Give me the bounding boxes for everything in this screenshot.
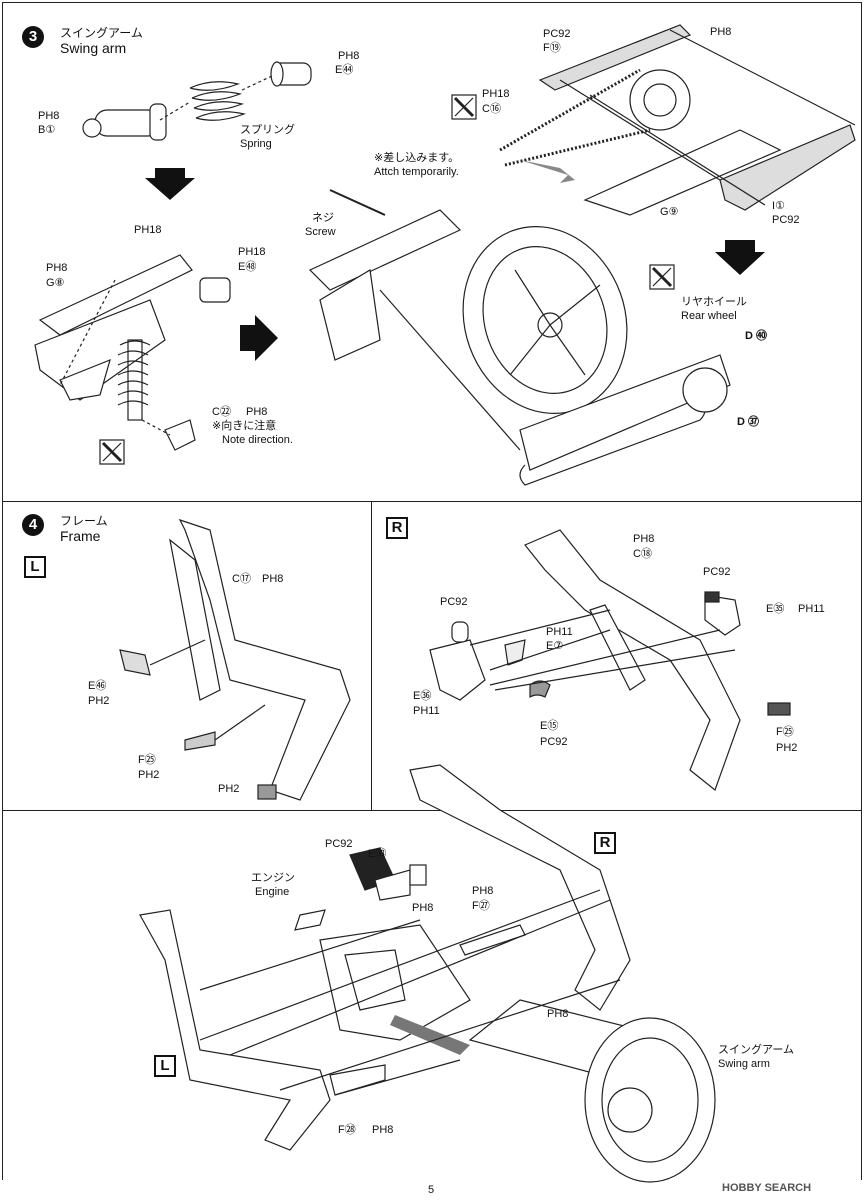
part-label: C⑱ xyxy=(633,548,652,560)
step-title-en: Swing arm xyxy=(60,40,127,56)
part-label: B① xyxy=(38,124,56,136)
engine-label-jp: エンジン xyxy=(251,872,295,884)
part-label: C⑯ xyxy=(482,103,501,115)
frame-right-drawing xyxy=(429,529,791,791)
rear-wheel-label-en: Rear wheel xyxy=(681,310,737,322)
paint-ref-label: PH8 xyxy=(472,885,494,897)
swing-arm-label-en: Swing arm xyxy=(718,1058,770,1070)
paint-ref-label: PC92 xyxy=(540,736,568,748)
page-number: 5 xyxy=(428,1184,435,1196)
subsection-divider-horizontal xyxy=(2,810,862,811)
shock-absorber-drawing xyxy=(82,61,312,141)
frame-left-drawing xyxy=(119,518,351,801)
arrow-down-2 xyxy=(715,240,765,275)
direction-note-en: Note direction. xyxy=(222,434,293,446)
direction-note-jp: ※向きに注意 xyxy=(212,420,277,432)
part-label: E㊹ xyxy=(335,64,354,76)
swing-arm-label-jp: スイングアーム xyxy=(718,1044,795,1056)
screw-label-en: Screw xyxy=(305,226,336,238)
part-label: F㉗ xyxy=(472,900,490,912)
paint-ref-label: PH2 xyxy=(138,769,160,781)
paint-ref-label: PH8 xyxy=(633,533,655,545)
paint-ref-label: PH8 xyxy=(246,406,268,418)
paint-ref-label: PH8 xyxy=(38,110,60,122)
part-label: E㊻ xyxy=(88,680,107,692)
left-side-tag: L xyxy=(154,1055,176,1077)
cement-tool-icon-2 xyxy=(649,264,675,290)
paint-ref-label: PH18 xyxy=(482,88,510,100)
paint-ref-label: PH18 xyxy=(238,246,266,258)
paint-ref-label: PH11 xyxy=(798,603,825,615)
page-border-left xyxy=(2,2,3,1180)
part-label: F㉕ xyxy=(776,726,794,738)
part-label: E⑦ xyxy=(546,640,564,652)
paint-ref-label: PC92 xyxy=(772,214,800,226)
paint-ref-label: PH2 xyxy=(218,783,240,795)
paint-ref-label: PH8 xyxy=(547,1008,569,1020)
left-side-tag: L xyxy=(24,556,46,578)
paint-ref-label: PH8 xyxy=(710,26,732,38)
swing-arm-left-drawing xyxy=(34,254,231,451)
rear-wheel-label-jp: リヤホイール xyxy=(681,296,747,308)
temporary-note-en: Attch temporarily. xyxy=(374,166,459,178)
paint-ref-label: PH8 xyxy=(46,262,68,274)
paint-ref-label: PH18 xyxy=(134,224,162,236)
part-label: I① xyxy=(772,200,785,212)
part-label: E⑮ xyxy=(540,720,559,732)
subsection-divider-vertical xyxy=(371,502,372,810)
step-title-jp: スイングアーム xyxy=(60,26,143,40)
step-number: 3 xyxy=(22,26,44,48)
part-label: G⑨ xyxy=(660,206,679,218)
step-title-jp: フレーム xyxy=(60,514,108,528)
paint-ref-label: PH8 xyxy=(412,902,434,914)
paint-ref-label: PH2 xyxy=(88,695,110,707)
frame-engine-assembly-drawing xyxy=(139,764,716,1183)
right-side-tag: R xyxy=(594,832,616,854)
paint-ref-label: PH8 xyxy=(338,50,360,62)
temporary-note-jp: ※差し込みます。 xyxy=(374,152,460,164)
page-border-right xyxy=(861,2,862,1180)
section-divider xyxy=(2,501,862,502)
swing-arm-assembly-drawing xyxy=(308,189,731,486)
paint-ref-label: PC92 xyxy=(703,566,731,578)
part-label: G⑧ xyxy=(46,277,65,289)
part-label: F⑲ xyxy=(543,42,561,54)
screw-label-jp: ネジ xyxy=(312,212,334,224)
right-side-tag: R xyxy=(386,517,408,539)
arrow-down-1 xyxy=(145,168,195,200)
cement-tool-icon-3 xyxy=(99,439,125,465)
part-label: D ㊵ xyxy=(745,330,767,342)
paint-ref-label: PH11 xyxy=(413,705,440,717)
paint-ref-label: PH8 xyxy=(262,573,284,585)
cement-tool-icon xyxy=(451,94,477,120)
part-label: E㉝ xyxy=(368,848,387,860)
part-label: E㉟ xyxy=(766,603,785,615)
paint-ref-label: PH8 xyxy=(372,1124,394,1136)
page-border-top xyxy=(2,2,862,3)
spring-label-jp: スプリング xyxy=(240,124,295,136)
chain-sprocket-drawing xyxy=(499,24,856,216)
paint-ref-label: PC92 xyxy=(440,596,468,608)
step-number: 4 xyxy=(22,514,44,536)
part-label: D ㊲ xyxy=(737,416,759,428)
step-title-en: Frame xyxy=(60,528,101,544)
arrow-right xyxy=(240,315,278,361)
engine-label-en: Engine xyxy=(255,886,290,898)
paint-ref-label: PH11 xyxy=(546,626,573,638)
part-label: F㉘ xyxy=(338,1124,356,1136)
part-label: C⑰ xyxy=(232,573,251,585)
spring-label-en: Spring xyxy=(240,138,272,150)
paint-ref-label: PH2 xyxy=(776,742,798,754)
watermark: HOBBY SEARCH xyxy=(722,1182,812,1194)
part-label: C㉒ xyxy=(212,406,231,418)
paint-ref-label: PC92 xyxy=(325,838,353,850)
paint-ref-label: PC92 xyxy=(543,28,571,40)
part-label: F㉕ xyxy=(138,754,156,766)
part-label: E㊽ xyxy=(238,261,257,273)
part-label: E㊱ xyxy=(413,690,432,702)
